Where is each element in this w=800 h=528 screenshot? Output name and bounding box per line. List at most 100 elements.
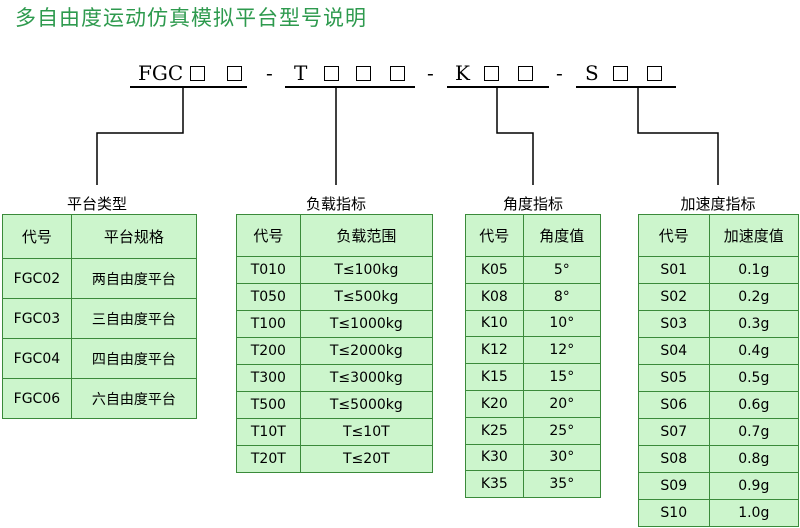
table-header-cell: 代号	[465, 214, 524, 257]
code-cell: T10T	[236, 418, 301, 446]
value-cell: 35°	[522, 470, 602, 499]
code-cell: S07	[638, 418, 710, 446]
code-underline	[130, 86, 247, 88]
code-placeholder-box	[356, 60, 371, 86]
connector-platform-type	[96, 88, 184, 185]
code-cell: K10	[465, 309, 524, 338]
value-cell: T≤20T	[299, 445, 434, 473]
code-cell: FGC03	[2, 298, 72, 339]
code-dash: -	[556, 61, 563, 85]
code-letter-k: K	[455, 61, 470, 85]
code-cell: K20	[465, 389, 524, 418]
table-header-row: 代号角度值	[465, 214, 602, 257]
page-title: 多自由度运动仿真模拟平台型号说明	[15, 6, 367, 30]
table-header-cell: 角度值	[522, 214, 602, 257]
code-placeholder-box	[518, 60, 533, 86]
value-cell: 1.0g	[708, 499, 800, 527]
code-placeholder-box	[613, 60, 628, 86]
table-header-cell: 代号	[638, 214, 710, 257]
value-cell: 两自由度平台	[70, 258, 198, 299]
code-cell: T010	[236, 256, 301, 284]
code-cell: T100	[236, 310, 301, 338]
value-cell: 10°	[522, 309, 602, 338]
value-cell: 四自由度平台	[70, 338, 198, 379]
code-cell: K30	[465, 443, 524, 472]
value-cell: 三自由度平台	[70, 298, 198, 339]
value-cell: 8°	[522, 282, 602, 311]
code-cell: FGC02	[2, 258, 72, 299]
value-cell: T≤5000kg	[299, 391, 434, 419]
value-cell: T≤3000kg	[299, 364, 434, 392]
value-cell: 0.7g	[708, 418, 800, 446]
code-underline	[447, 86, 549, 88]
code-placeholder-box	[390, 60, 405, 86]
group-label-platform-type: 平台类型	[66, 195, 127, 213]
group-label-load: 负载指标	[305, 195, 366, 213]
value-cell: 5°	[522, 256, 602, 284]
code-placeholder-box	[484, 60, 499, 86]
code-cell: T500	[236, 391, 301, 419]
code-placeholder-box	[227, 60, 242, 86]
code-cell: S04	[638, 337, 710, 365]
code-letter-t: T	[294, 61, 308, 85]
table-header-cell: 负载范围	[299, 214, 434, 257]
value-cell: T≤10T	[299, 418, 434, 446]
code-cell: S06	[638, 391, 710, 419]
value-cell: 25°	[522, 416, 602, 445]
code-underline	[285, 86, 415, 88]
code-placeholder-box	[647, 60, 662, 86]
code-cell: S09	[638, 472, 710, 500]
table-header-row: 代号负载范围	[236, 214, 434, 257]
value-cell: 20°	[522, 389, 602, 418]
code-cell: S03	[638, 310, 710, 338]
value-cell: 0.6g	[708, 391, 800, 419]
code-cell: K15	[465, 363, 524, 391]
code-placeholder-box	[324, 60, 339, 86]
group-label-acceleration: 加速度指标	[680, 195, 756, 213]
value-cell: T≤1000kg	[299, 310, 434, 338]
value-cell: 15°	[522, 363, 602, 391]
value-cell: 0.8g	[708, 445, 800, 473]
value-cell: 0.3g	[708, 310, 800, 338]
connector-acceleration	[637, 88, 719, 185]
value-cell: 12°	[522, 336, 602, 365]
code-cell: S08	[638, 445, 710, 473]
table-header-cell: 加速度值	[708, 214, 800, 257]
value-cell: 0.1g	[708, 256, 800, 284]
code-cell: T200	[236, 337, 301, 365]
code-cell: S05	[638, 364, 710, 392]
table-header-cell: 平台规格	[70, 214, 198, 259]
code-cell: K25	[465, 416, 524, 445]
code-cell: FGC06	[2, 378, 72, 419]
code-cell: T20T	[236, 445, 301, 473]
code-placeholder-box	[190, 60, 205, 86]
value-cell: T≤2000kg	[299, 337, 434, 365]
table-header-row: 代号加速度值	[638, 214, 800, 257]
